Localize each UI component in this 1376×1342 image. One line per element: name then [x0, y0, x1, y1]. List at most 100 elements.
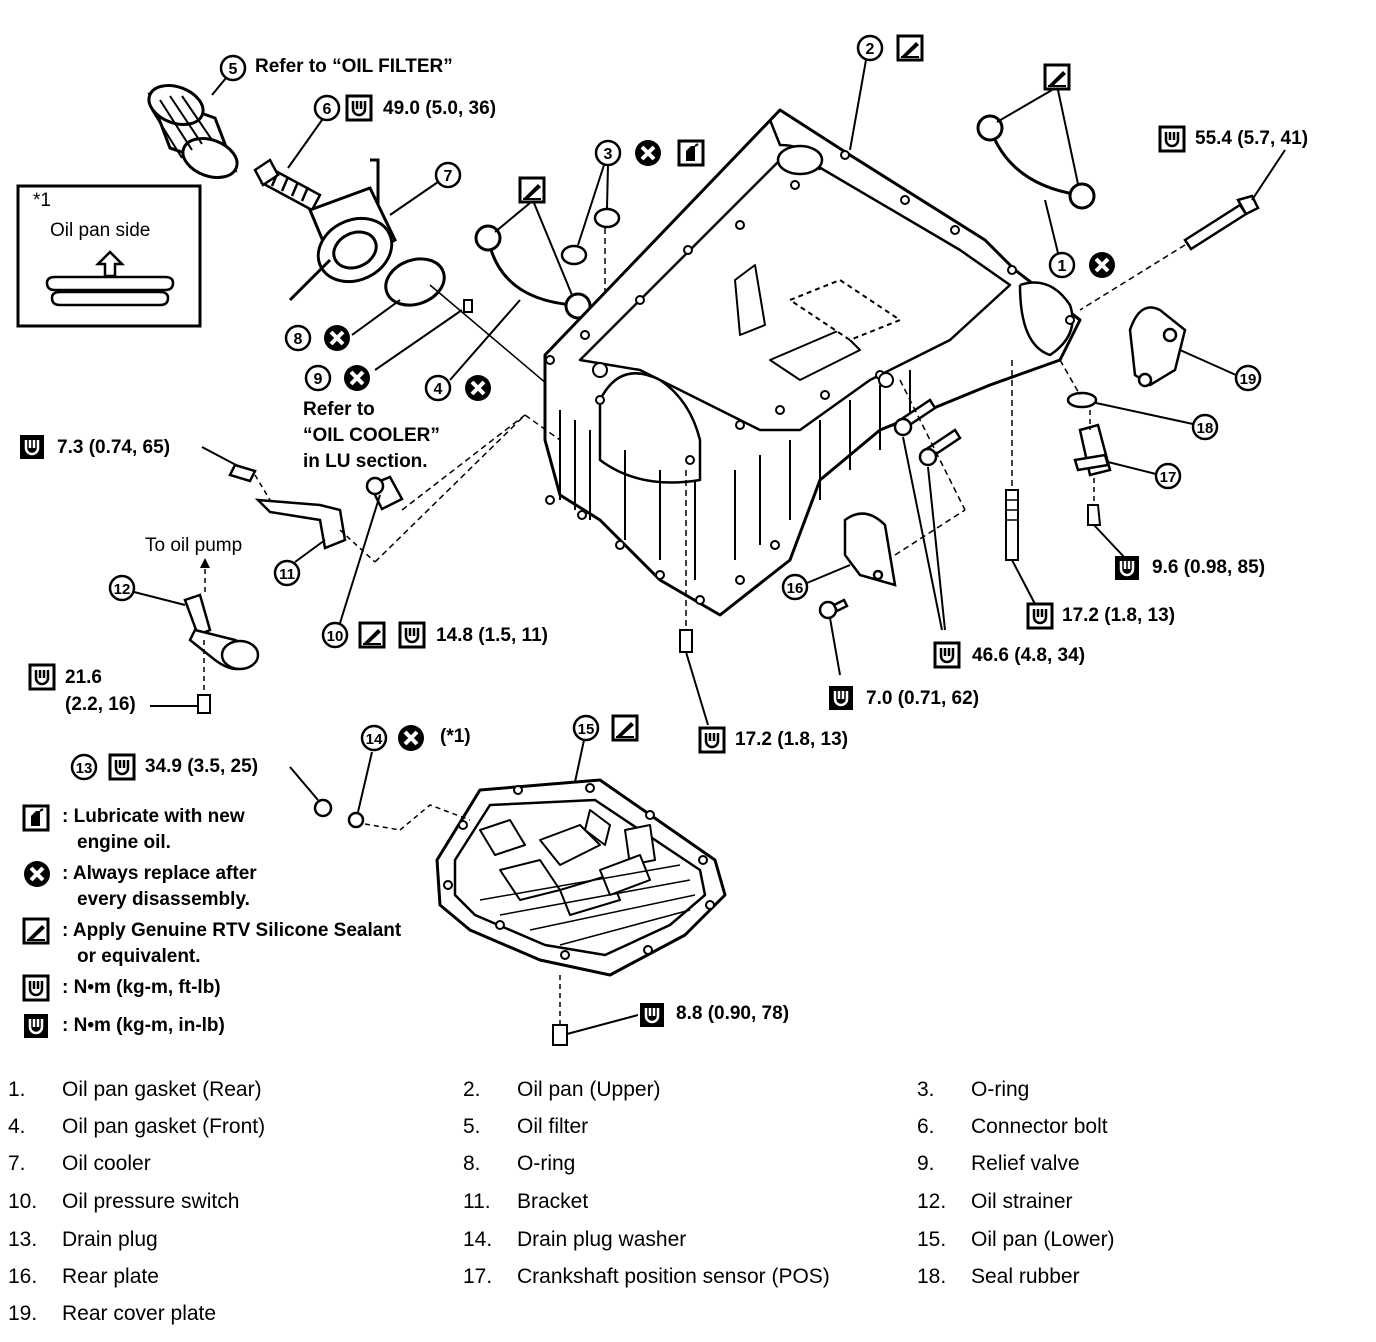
part-name: Oil strainer [971, 1190, 1073, 1213]
connector-bolt-drawing [253, 158, 322, 212]
svg-text:12: 12 [114, 581, 131, 598]
legend-lubricate-icon [22, 804, 50, 832]
part-number: 19. [8, 1302, 38, 1325]
callout-torque-55: 55.4 (5.7, 41) [1195, 128, 1309, 149]
legend-torque-ftlb: : N•m (kg-m, ft-lb) [62, 977, 221, 998]
part-number: 10. [8, 1190, 38, 1213]
part-number: 8. [463, 1152, 481, 1175]
upper-oil-pan-drawing [543, 108, 1082, 617]
callout-oil-filter-ref: Refer to “OIL FILTER” [255, 56, 453, 77]
part-name: Oil filter [517, 1115, 589, 1138]
part-name: Rear cover plate [62, 1302, 217, 1325]
callout-torque-17-2-right: 17.2 (1.8, 13) [1062, 605, 1176, 626]
legend-sealant-line1: : Apply Genuine RTV Silicone Sealant [62, 920, 402, 941]
inset-label: Oil pan side [50, 220, 151, 241]
svg-text:11: 11 [279, 566, 295, 583]
part-name: Drain plug [62, 1228, 158, 1251]
rear-gasket-drawing [976, 114, 1096, 210]
svg-text:7: 7 [444, 168, 453, 185]
part-number: 1. [8, 1078, 26, 1101]
legend-replace-line1: : Always replace after [62, 863, 257, 884]
callout-torque-21-6-units: (2.2, 16) [65, 694, 136, 715]
oil-cooler-drawing [288, 158, 397, 302]
legend-lubricate: : Lubricate with new engine oil. [62, 804, 245, 856]
callout-torque-17-2-center: 17.2 (1.8, 13) [735, 729, 849, 750]
svg-text:3: 3 [604, 146, 613, 163]
legend-sealant: : Apply Genuine RTV Silicone Sealant or … [62, 918, 401, 970]
rear-cover-plate-drawing [1128, 306, 1187, 388]
legend-sealant-line2: or equivalent. [77, 946, 201, 967]
svg-text:14: 14 [366, 731, 383, 748]
legend-replace: : Always replace after every disassembly… [62, 861, 257, 913]
part-number: 12. [917, 1190, 947, 1213]
part-name: Connector bolt [971, 1115, 1108, 1138]
part-number: 11. [463, 1190, 491, 1213]
oil-pressure-switch-drawing [365, 475, 404, 511]
lower-oil-pan-drawing [435, 778, 727, 977]
svg-text:8: 8 [294, 331, 303, 348]
part-number: 3. [917, 1078, 935, 1101]
part-name: Oil pan (Upper) [517, 1078, 661, 1101]
callout-torque-7-0: 7.0 (0.71, 62) [866, 688, 980, 709]
svg-text:9: 9 [314, 371, 323, 388]
part-number: 18. [917, 1265, 947, 1288]
callout-torque-8-8: 8.8 (0.90, 78) [676, 1003, 790, 1024]
callout-refer-oil-cooler-3: in LU section. [303, 451, 428, 472]
callout-torque-34-9: 34.9 (3.5, 25) [145, 756, 259, 777]
callout-refer-oil-cooler-1: Refer to [303, 399, 375, 420]
part-number: 6. [917, 1115, 935, 1138]
svg-text:15: 15 [578, 721, 595, 738]
part-name: Oil pressure switch [62, 1190, 240, 1213]
part-number: 15. [917, 1228, 947, 1251]
part-number: 9. [917, 1152, 935, 1175]
svg-text:19: 19 [1240, 371, 1257, 388]
svg-text:4: 4 [434, 381, 443, 398]
part-name: O-ring [971, 1078, 1030, 1101]
callout-torque-14-8: 14.8 (1.5, 11) [436, 625, 548, 646]
part-number: 7. [8, 1152, 26, 1175]
legend-torque-ftlb-icon [22, 974, 50, 1002]
bolt-55-drawing [1183, 194, 1260, 251]
callout-torque-connector-bolt: 49.0 (5.0, 36) [383, 98, 497, 119]
svg-text:1: 1 [1058, 258, 1067, 275]
legend-lubricate-line2: engine oil. [77, 832, 171, 853]
callout-torque-46-6: 46.6 (4.8, 34) [972, 645, 1086, 666]
part-number: 14. [463, 1228, 493, 1251]
oil-strainer-drawing [183, 593, 260, 671]
part-name: Oil pan gasket (Front) [62, 1115, 266, 1138]
part-name: Crankshaft position sensor (POS) [517, 1265, 830, 1288]
legend-sealant-icon [22, 917, 50, 945]
part-name: Bracket [517, 1190, 589, 1213]
part-number: 5. [463, 1115, 481, 1138]
svg-text:13: 13 [76, 760, 93, 777]
rear-plate-drawing [843, 512, 897, 587]
oil-filter-drawing [147, 84, 239, 179]
svg-text:5: 5 [229, 61, 238, 78]
part-number: 17. [463, 1265, 493, 1288]
part-number: 2. [463, 1078, 481, 1101]
part-name: Oil cooler [62, 1152, 151, 1175]
svg-text:16: 16 [787, 580, 804, 597]
part-name: Seal rubber [971, 1265, 1080, 1288]
part-name: Oil pan gasket (Rear) [62, 1078, 262, 1101]
callout-torque-7-3: 7.3 (0.74, 65) [57, 437, 171, 458]
part-name: Oil pan (Lower) [971, 1228, 1115, 1251]
svg-text:2: 2 [866, 41, 875, 58]
svg-text:18: 18 [1197, 420, 1214, 437]
callout-torque-9-6: 9.6 (0.98, 85) [1152, 557, 1266, 578]
part-number: 13. [8, 1228, 38, 1251]
inset-ref: *1 [33, 190, 51, 211]
upper-pan-bolt-holes [545, 150, 1075, 605]
legend-lubricate-line1: : Lubricate with new [62, 806, 245, 827]
svg-text:6: 6 [323, 101, 332, 118]
callout-drain-washer-note: (*1) [440, 726, 471, 747]
crankshaft-sensor-drawing [1073, 423, 1112, 477]
callout-torque-21-6: 21.6 [65, 667, 102, 688]
part-name: Rear plate [62, 1265, 159, 1288]
svg-text:10: 10 [327, 628, 344, 645]
part-name: Relief valve [971, 1152, 1080, 1175]
callout-refer-oil-cooler-2: “OIL COOLER” [303, 425, 440, 446]
legend-torque-inlb-icon [22, 1012, 50, 1040]
part-name: O-ring [517, 1152, 576, 1175]
